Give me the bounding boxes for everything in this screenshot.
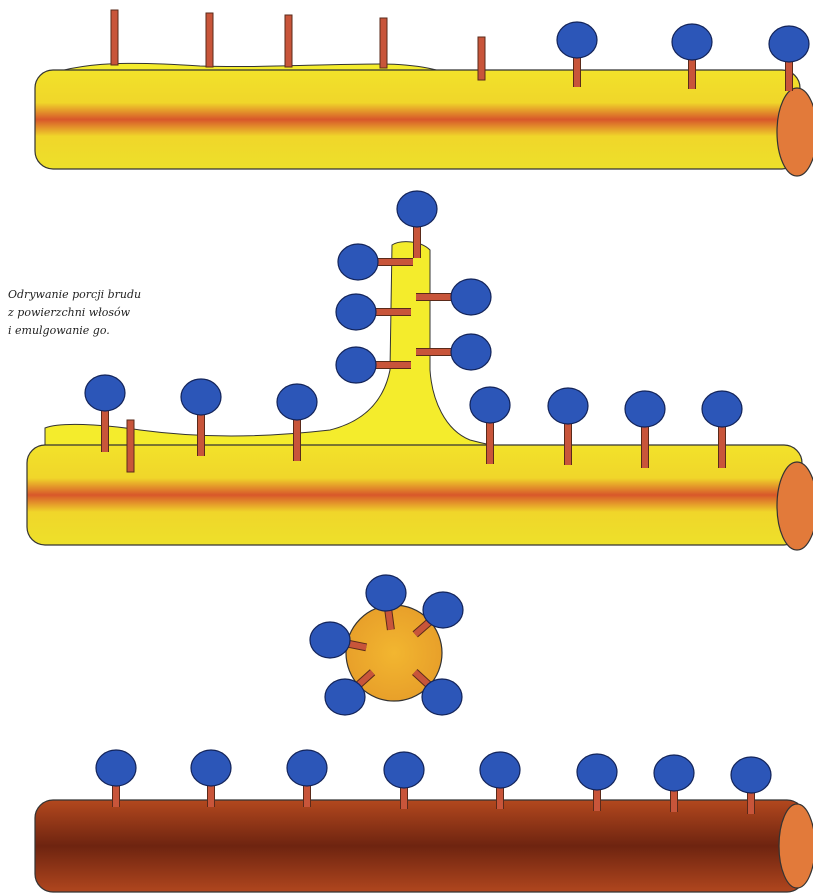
surfactant-tail — [285, 15, 292, 67]
surfactant-head — [451, 334, 491, 370]
surfactant-head — [336, 347, 376, 383]
surfactant-head — [384, 752, 424, 788]
dirt-layer — [45, 242, 760, 470]
surfactant-head — [654, 755, 694, 791]
surfactant-head — [366, 575, 406, 611]
surfactant-head — [557, 22, 597, 58]
surfactant-molecule-icon — [191, 750, 231, 807]
hair-shaft — [27, 445, 802, 545]
surfactant-tail — [127, 420, 134, 472]
surfactant-head — [577, 754, 617, 790]
clean-hair-strand — [35, 800, 813, 892]
surfactant-head — [470, 387, 510, 423]
surfactant-head — [96, 750, 136, 786]
surfactant-head — [181, 379, 221, 415]
surfactant-tail — [478, 37, 485, 80]
surfactant-head — [397, 191, 437, 227]
surfactant-head — [702, 391, 742, 427]
surfactant-molecule-icon — [325, 672, 373, 715]
surfactant-head — [422, 679, 462, 715]
surfactant-head — [336, 294, 376, 330]
surfactant-head — [423, 592, 463, 628]
hair-end — [777, 88, 813, 176]
caption-line-1: Odrywanie porcji brudu — [8, 286, 208, 304]
surfactant-head — [338, 244, 378, 280]
hair-shaft — [35, 70, 800, 169]
surfactant-head — [191, 750, 231, 786]
caption: Odrywanie porcji brudu z powierzchni wło… — [8, 286, 208, 340]
caption-line-3: i emulgowanie go. — [8, 322, 208, 340]
surfactant-molecule-icon — [415, 672, 462, 715]
surfactant-head — [769, 26, 809, 62]
hair-end — [777, 462, 813, 550]
hair-end — [779, 804, 813, 888]
surfactant-tail — [206, 13, 213, 67]
surfactant-molecule-icon — [96, 750, 136, 807]
surfactant-head — [480, 752, 520, 788]
caption-line-2: z powierzchni włosów — [8, 304, 208, 322]
surfactant-head — [277, 384, 317, 420]
surfactant-head — [548, 388, 588, 424]
surfactant-head — [85, 375, 125, 411]
surfactant-head — [731, 757, 771, 793]
surfactant-head — [672, 24, 712, 60]
surfactant-head — [325, 679, 365, 715]
surfactant-head — [310, 622, 350, 658]
surfactant-tail — [380, 18, 387, 68]
surfactant-tail — [111, 10, 118, 65]
surfactant-molecule-icon — [287, 750, 327, 807]
hair-shaft — [35, 800, 805, 892]
surfactant-head — [451, 279, 491, 315]
surfactant-molecule-icon — [415, 592, 463, 634]
surfactant-head — [287, 750, 327, 786]
surfactant-head — [625, 391, 665, 427]
